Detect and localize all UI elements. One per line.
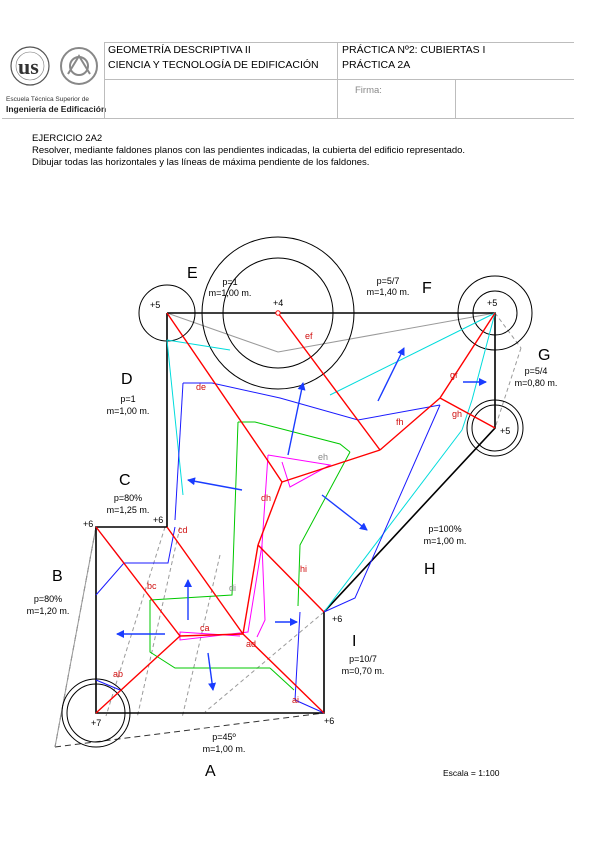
slope-annotations: p=1 m=1,00 m. p=5/7 m=1,40 m. p=5/4 m=0,… (27, 276, 558, 754)
slope-arrows (116, 347, 487, 691)
face-letter-g: G (538, 347, 550, 364)
face-letter-h: H (424, 561, 436, 578)
height-point (275, 310, 281, 316)
intersection-label: di (229, 583, 236, 593)
slope-i-m: m=0,70 m. (342, 666, 385, 676)
exercise-line-2: Dibujar todas las horizontales y las lín… (32, 157, 370, 168)
intersection-label: fh (396, 417, 404, 427)
arrow-face-h (321, 494, 368, 531)
intersection-label: eh (318, 452, 328, 462)
slope-a-p: p=45º (212, 732, 236, 742)
face-letters: E F G D C B H I A (52, 265, 550, 780)
height-label: +6 (332, 614, 342, 624)
roof-intersections (95, 312, 496, 714)
slope-d-p: p=1 (120, 394, 135, 404)
height-labels: +6 +6 +7 +6 +6 +5 +4 +5 +5 (83, 298, 510, 728)
intersection-label: ef (305, 331, 313, 341)
intersection-label: cd (178, 525, 188, 535)
slope-b-m: m=1,20 m. (27, 606, 70, 616)
slope-e-p: p=1 (222, 277, 237, 287)
height-label: +4 (273, 298, 283, 308)
height-label: +5 (500, 426, 510, 436)
slope-h-m: m=1,00 m. (424, 536, 467, 546)
cyan-horizontals (166, 312, 496, 613)
building-outline (95, 312, 496, 714)
slope-c-p: p=80% (114, 493, 142, 503)
slope-d-m: m=1,00 m. (107, 406, 150, 416)
exercise-line-1: Resolver, mediante faldones planos con l… (32, 145, 466, 156)
university-logo: us (4, 44, 104, 120)
slope-h-p: p=100% (428, 524, 461, 534)
intersection-label: ca (200, 623, 210, 633)
degree-name: CIENCIA Y TECNOLOGÍA DE EDIFICACIÓN (108, 59, 319, 71)
slope-g-m: m=0,80 m. (515, 378, 558, 388)
intersection-label: ai (292, 695, 299, 705)
height-label: +7 (91, 718, 101, 728)
height-label: +5 (150, 300, 160, 310)
slope-c-m: m=1,25 m. (107, 505, 150, 515)
face-letter-i: I (352, 633, 356, 650)
school-small: Escuela Técnica Superior de (6, 96, 89, 103)
logo-text: us (18, 54, 39, 79)
exercise-title: EJERCICIO 2A2 (32, 133, 103, 144)
school-name: Ingeniería de Edificación (6, 104, 107, 114)
blue-horizontals (95, 382, 441, 714)
scale-label: Escala = 1:100 (443, 768, 500, 778)
practice-title: PRÁCTICA Nº2: CUBIERTAS I (342, 44, 486, 56)
intersection-label: dh (261, 493, 271, 503)
face-letter-d: D (121, 371, 133, 388)
title-block: us Escuela Técnica Superior de Ingenierí… (0, 0, 599, 130)
face-letter-f: F (422, 280, 432, 297)
height-label: +6 (153, 515, 163, 525)
slope-f-p: p=5/7 (377, 276, 400, 286)
practice-code: PRÁCTICA 2A (342, 59, 411, 71)
face-letter-a: A (205, 763, 216, 780)
slope-b-p: p=80% (34, 594, 62, 604)
slope-f-m: m=1,40 m. (367, 287, 410, 297)
intersection-label: ad (246, 639, 256, 649)
slope-a-m: m=1,00 m. (203, 744, 246, 754)
arrow-face-d (187, 477, 243, 491)
intersection-label: de (196, 382, 206, 392)
face-letter-b: B (52, 568, 63, 585)
face-letter-e: E (187, 265, 198, 282)
arrow-face-f (377, 347, 405, 402)
face-letter-c: C (119, 472, 131, 489)
height-label: +6 (324, 716, 334, 726)
arrow-face-a (207, 652, 217, 691)
signature-label: Firma: (355, 85, 382, 96)
intersection-label: ab (113, 669, 123, 679)
height-label: +6 (83, 519, 93, 529)
intersection-label: gh (452, 409, 462, 419)
slope-g-p: p=5/4 (525, 366, 548, 376)
arrow-face-e (287, 382, 306, 456)
intersection-labels: ef fh gf gh de eh dh cd di hi bc ca ad a… (113, 331, 462, 705)
intersection-label: gf (450, 370, 458, 380)
course-name: GEOMETRÍA DESCRIPTIVA II (108, 44, 251, 56)
slope-i-p: p=10/7 (349, 654, 377, 664)
intersection-label: bc (147, 581, 157, 591)
height-label: +5 (487, 298, 497, 308)
intersection-label: hi (300, 564, 307, 574)
exercise-statement: EJERCICIO 2A2 Resolver, mediante faldone… (32, 133, 465, 169)
slope-e-m: m=1,00 m. (209, 288, 252, 298)
